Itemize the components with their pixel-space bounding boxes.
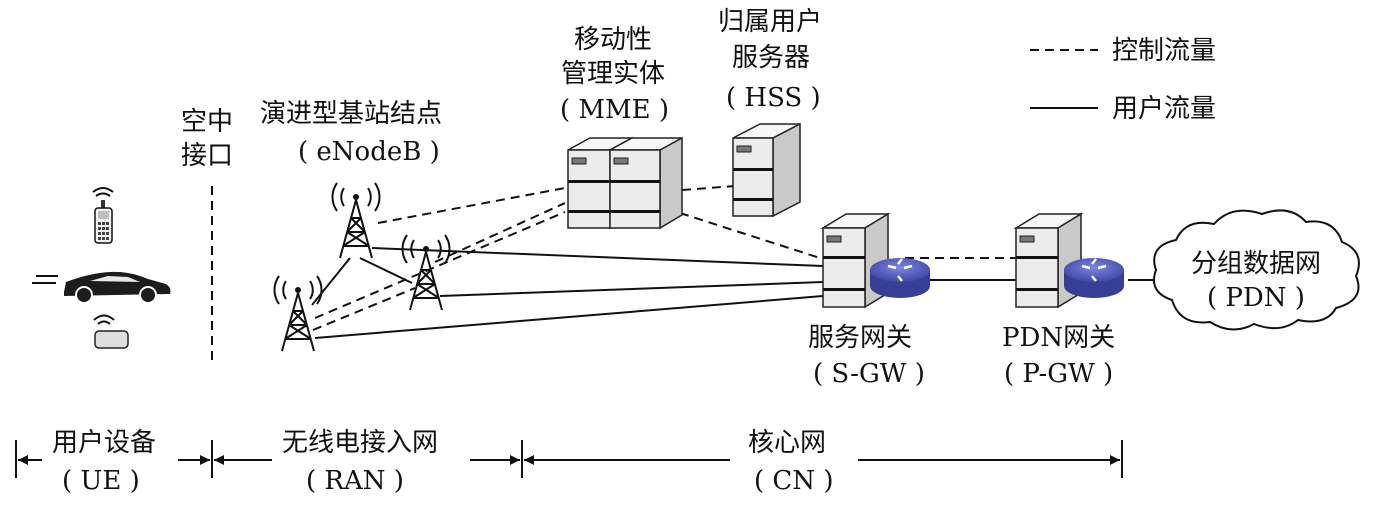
mobile-phone-icon bbox=[92, 187, 114, 244]
link-tower3-sgw bbox=[314, 295, 824, 339]
legend: 控制流量 用户流量 bbox=[1030, 36, 1216, 124]
hss-label-2: 服务器 bbox=[732, 43, 810, 73]
cell-tower-icon bbox=[331, 182, 381, 259]
sgw-node bbox=[820, 212, 930, 309]
hss-abbr: ( HSS ) bbox=[726, 83, 821, 113]
link-tower1-tower2 bbox=[359, 257, 413, 284]
cell-towers bbox=[273, 182, 451, 352]
pgw-node bbox=[1013, 212, 1124, 309]
segment-ran-name: 无线电接入网 bbox=[282, 428, 438, 458]
ue-devices bbox=[32, 187, 171, 349]
link-tower3-tower2 bbox=[312, 287, 416, 331]
mme-label-1: 移动性 bbox=[574, 25, 652, 55]
network-router-icon bbox=[870, 258, 930, 298]
mme-abbr: ( MME ) bbox=[560, 95, 669, 125]
air-interface: 空中 接口 bbox=[181, 107, 233, 362]
legend-control-label: 控制流量 bbox=[1112, 36, 1216, 66]
enodeb-abbr: ( eNodeB ) bbox=[298, 137, 440, 167]
pgw-abbr: ( P-GW ) bbox=[1004, 359, 1113, 389]
hss-label-1: 归属用户 bbox=[718, 7, 822, 37]
legend-user-label: 用户流量 bbox=[1112, 94, 1216, 124]
pdn-name: 分组数据网 bbox=[1191, 249, 1321, 279]
network-router-icon bbox=[1064, 258, 1124, 298]
segment-cn-name: 核心网 bbox=[748, 428, 826, 458]
cell-tower-icon bbox=[273, 275, 323, 352]
pdn-abbr: ( PDN ) bbox=[1207, 283, 1305, 313]
sgw-abbr: ( S-GW ) bbox=[813, 359, 925, 389]
segment-bar: 用户设备 ( UE ) 无线电接入网 ( RAN ) 核心网 ( CN ) bbox=[15, 428, 1123, 496]
segment-ran-abbr: ( RAN ) bbox=[306, 466, 404, 496]
air-interface-label-2: 接口 bbox=[181, 141, 233, 171]
segment-cn-abbr: ( CN ) bbox=[754, 466, 833, 496]
link-tower2-sgw bbox=[439, 281, 824, 297]
pgw-name: PDN网关 bbox=[1002, 323, 1115, 353]
segment-ue-name: 用户设备 bbox=[52, 428, 156, 458]
server-icon bbox=[609, 136, 683, 230]
mme-server-icon bbox=[567, 136, 683, 230]
link-mme-sgw bbox=[679, 212, 821, 259]
cloud-icon bbox=[1153, 209, 1360, 331]
link-tower1-sgw bbox=[371, 247, 824, 267]
link-tower3-mme bbox=[314, 211, 566, 319]
car-icon bbox=[32, 271, 171, 304]
enodeb-name: 演进型基站结点 bbox=[260, 99, 442, 129]
air-interface-label-1: 空中 bbox=[181, 107, 233, 137]
router-device-icon bbox=[93, 314, 129, 349]
mme-label-2: 管理实体 bbox=[561, 59, 665, 89]
link-mme-hss bbox=[681, 185, 736, 191]
server-icon bbox=[1013, 212, 1084, 309]
link-tower1-tower3 bbox=[311, 257, 351, 306]
cell-tower-icon bbox=[401, 234, 451, 311]
link-tower1-mme bbox=[377, 187, 566, 224]
sgw-name: 服务网关 bbox=[808, 323, 912, 353]
server-icon bbox=[732, 122, 801, 218]
segment-ue-abbr: ( UE ) bbox=[62, 466, 140, 496]
